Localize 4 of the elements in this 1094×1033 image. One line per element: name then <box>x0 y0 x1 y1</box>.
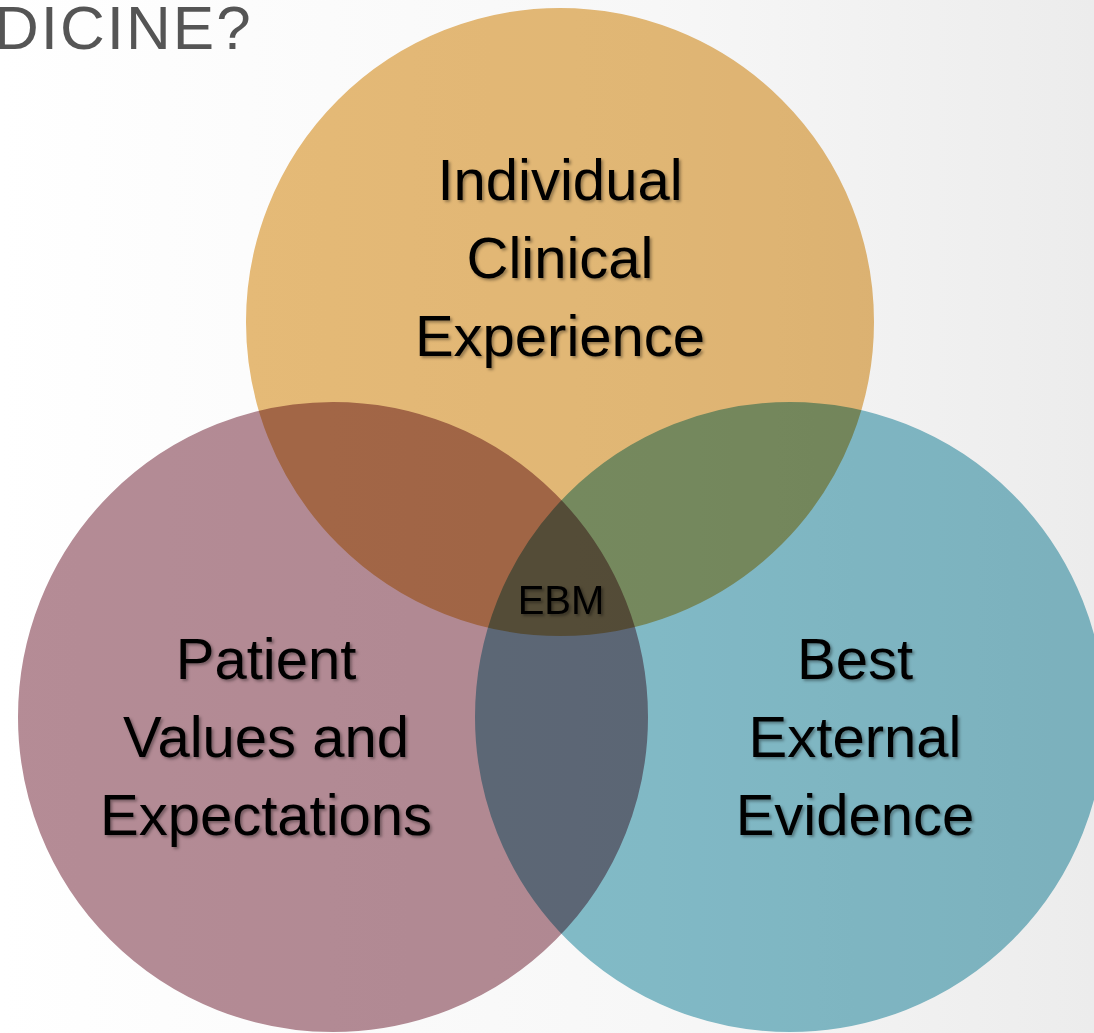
circle-label: Patient Values and Expectations <box>98 625 434 849</box>
circle-label: Best External Evidence <box>734 625 976 849</box>
circle-label: Individual Clinical Experience <box>413 146 707 370</box>
center-label: EBM <box>517 576 605 624</box>
